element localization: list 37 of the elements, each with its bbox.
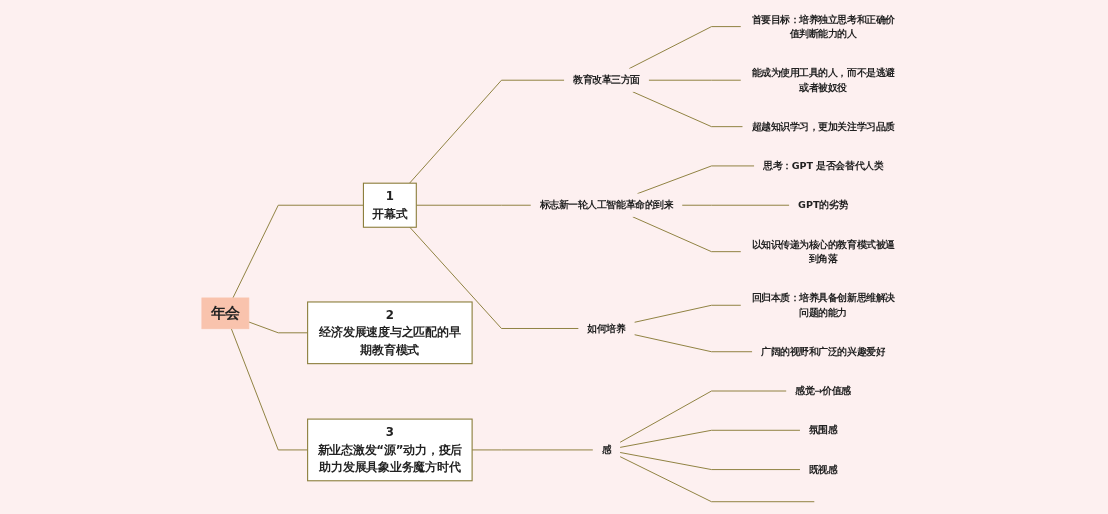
node-text: 思考：GPT 是否会替代人类	[763, 160, 884, 172]
node-text: 教育改革三方面	[573, 74, 641, 86]
connector	[632, 91, 744, 128]
node-text: 标志新一轮人工智能革命的到来	[540, 199, 674, 211]
connector	[231, 328, 309, 451]
connector	[648, 79, 742, 81]
connector	[634, 334, 754, 353]
node-text: 回归本质：培养具备创新思维解决问题的能力	[751, 292, 896, 318]
node-text: 首要目标：培养独立思考和正确价值判断能力的人	[751, 13, 896, 40]
connector	[416, 204, 532, 206]
connector	[409, 226, 580, 329]
connector	[634, 304, 742, 323]
node-text: GPT的劣势	[798, 199, 849, 211]
node-text: 既视感	[809, 463, 838, 475]
node-text: 能成为使用工具的人，而不是逃避或者被奴役	[751, 67, 896, 93]
connector	[632, 216, 742, 253]
node-text: 广阔的视野和广泛的兴趣爱好	[761, 346, 886, 358]
node-text: 感觉→价值感	[795, 385, 852, 397]
connector	[637, 165, 756, 195]
node-box: 3 新业态激发“源”动力，疫后助力发展具象业务魔方时代	[307, 418, 474, 482]
node-text: 超越知识学习，更加关注学习品质	[751, 120, 896, 132]
node-text: 如何培养	[587, 322, 626, 334]
connector	[619, 390, 788, 443]
connector	[619, 456, 816, 503]
node-box: 2 经济发展速度与之匹配的早期教育模式	[307, 301, 474, 365]
node-text: 感	[602, 444, 612, 456]
node-text: 以知识传递为核心的教育模式被逼到角落	[751, 238, 896, 265]
connector	[472, 449, 594, 451]
connector	[629, 26, 742, 70]
node-box: 1 开幕式	[363, 182, 418, 228]
node-text: 氛围感	[809, 424, 838, 436]
connector	[248, 321, 309, 334]
connector	[682, 204, 791, 206]
connector	[619, 452, 801, 471]
connector	[619, 429, 801, 448]
node-box: 年会	[201, 297, 250, 330]
connector	[409, 79, 566, 184]
